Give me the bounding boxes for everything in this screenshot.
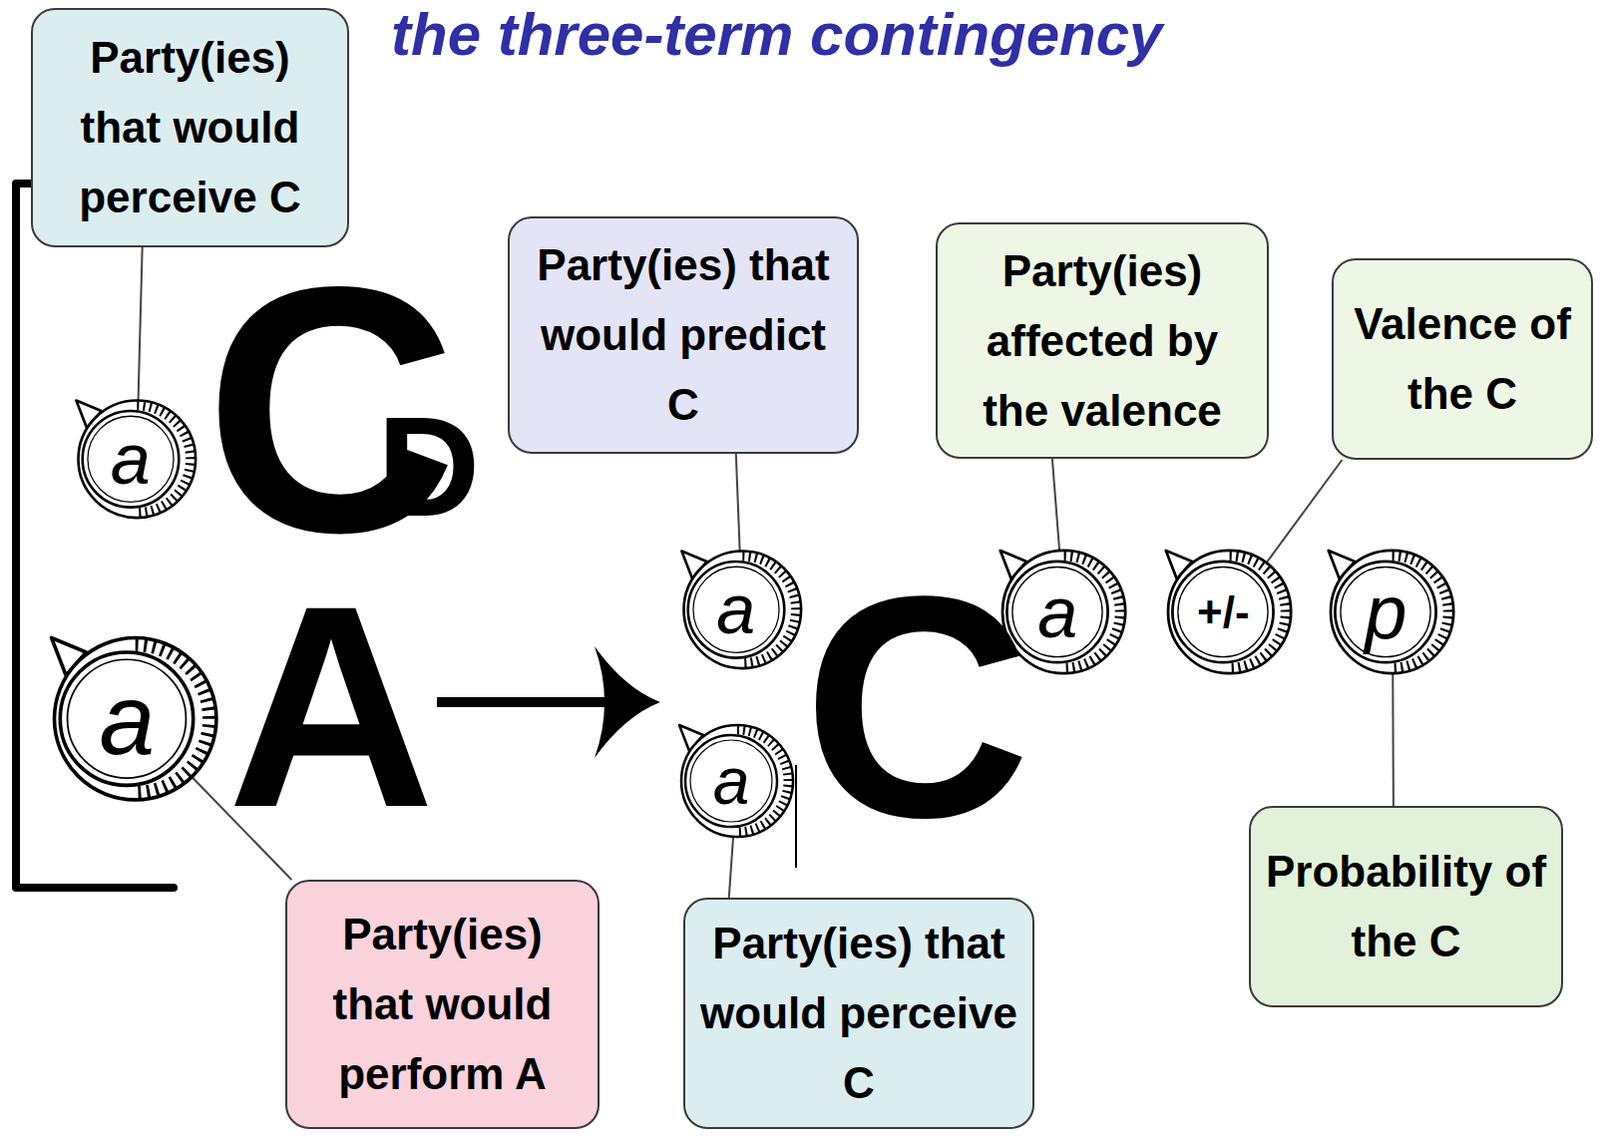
- dial-letter: p: [1364, 574, 1407, 651]
- arrow-head: [594, 646, 661, 759]
- box-text: Party(ies) that would perform A: [301, 899, 584, 1110]
- dial-knob: a: [673, 540, 812, 680]
- label-box: Party(ies) that would predict C: [507, 216, 859, 454]
- label-box: Party(ies) that would perceive C: [30, 7, 350, 248]
- label-box: Valence of the C: [1331, 258, 1594, 460]
- box-text: Probability of the C: [1264, 836, 1548, 977]
- leader-line: [795, 765, 798, 868]
- label-box: Party(ies) that would perform A: [285, 879, 600, 1130]
- label-box: Party(ies) affected by the valence: [935, 222, 1269, 459]
- dial-knob: a: [39, 623, 231, 814]
- box-text: Valence of the C: [1347, 289, 1578, 429]
- leader-line: [1265, 459, 1342, 563]
- dial-knob: +/-: [1157, 539, 1302, 685]
- dial-letter: a: [98, 669, 155, 770]
- title: the three-term contingency: [391, 1, 1163, 68]
- leader-line: [729, 836, 734, 898]
- box-text: Party(ies) affected by the valence: [951, 236, 1253, 446]
- leader-line: [736, 453, 741, 551]
- box-text: Party(ies) that would predict C: [523, 230, 843, 440]
- dial-letter: a: [1037, 576, 1078, 649]
- label-box: Party(ies) that would perceive C: [683, 897, 1035, 1130]
- box-text: Party(ies) that would perceive C: [699, 908, 1019, 1119]
- dial-letter: a: [713, 748, 751, 814]
- dial-knob: a: [671, 715, 803, 847]
- leader-line: [1052, 458, 1060, 552]
- box-text: Party(ies) that would perceive C: [46, 22, 334, 233]
- leader-line: [138, 247, 143, 400]
- arrow-shaft: [436, 697, 627, 708]
- term-letter: A: [227, 562, 435, 850]
- label-box: Probability of the C: [1248, 805, 1564, 1008]
- dial-letter: a: [716, 574, 756, 645]
- dial-letter: a: [110, 422, 151, 495]
- term-letter: C: [802, 549, 1031, 865]
- dial-knob: p: [1319, 539, 1465, 685]
- leader-line: [1392, 674, 1395, 806]
- dial-knob: a: [67, 390, 207, 529]
- dial-letter: +/-: [1197, 590, 1250, 635]
- term-letter: D: [377, 395, 480, 538]
